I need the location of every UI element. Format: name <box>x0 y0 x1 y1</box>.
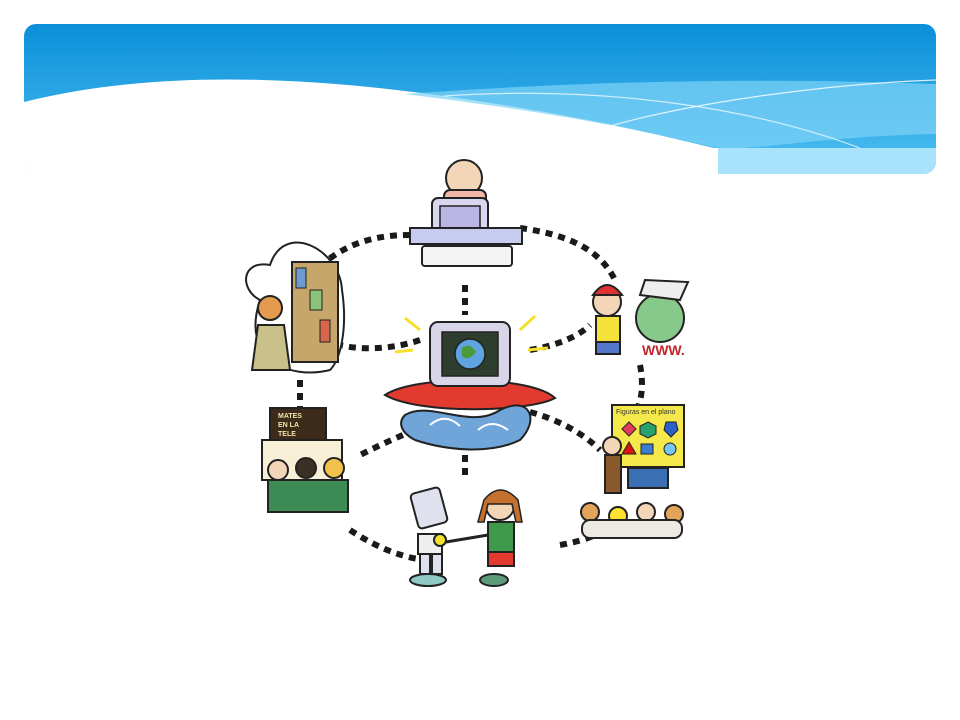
library-woman-icon <box>245 241 346 374</box>
man-at-computer-icon <box>409 159 523 267</box>
tv-sign-line-3: TELE <box>278 431 296 438</box>
header-banner <box>24 24 936 174</box>
tv-sign-line-2: EN LA <box>278 422 299 429</box>
tv-sign-line-1: MATES <box>278 413 302 420</box>
girl-with-robot-icon <box>409 486 523 587</box>
education-network-illustration: WWW. MATES EN LA TELE <box>245 159 690 587</box>
teacher-board-icon: Figuras en el plano <box>580 404 685 539</box>
tv-classroom-icon: MATES EN LA TELE <box>261 407 349 513</box>
www-label: WWW. <box>642 342 685 358</box>
board-title: Figuras en el plano <box>616 409 676 416</box>
central-computer-globe-icon <box>383 314 557 451</box>
boy-with-globe-icon: WWW. <box>591 278 690 358</box>
